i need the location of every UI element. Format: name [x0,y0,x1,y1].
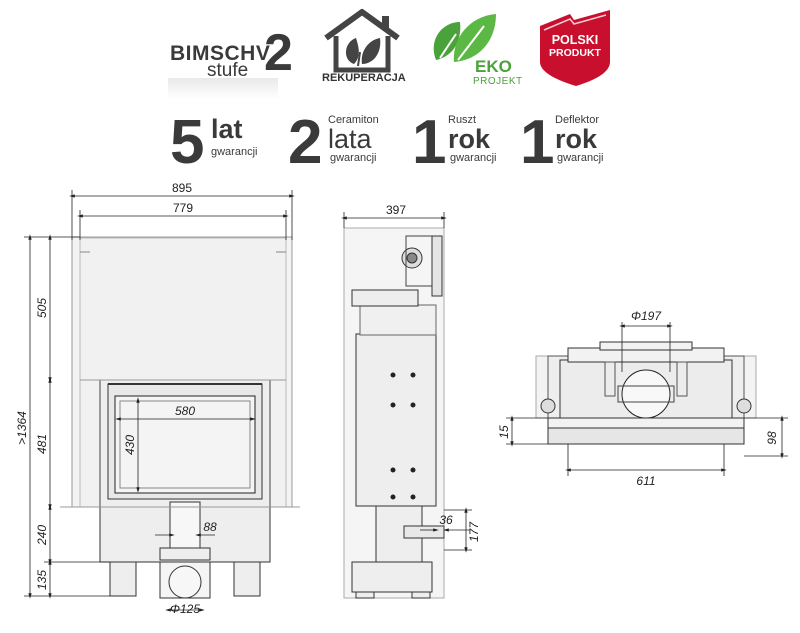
dim-36: 36 [439,513,453,527]
bimschv-number: 2 [264,24,293,82]
dim-177: 177 [467,521,481,542]
dim-895: 895 [172,181,192,195]
dim-505: 505 [35,298,49,318]
produkt-label: PRODUKT [549,47,601,59]
dim-phi125: Φ125 [170,602,200,616]
warranty-1-bottom: gwarancji [211,146,258,158]
warranty-2-number: 2 [288,108,323,177]
dim-580: 580 [175,404,195,418]
warranty-3-top: Ruszt [448,114,477,126]
front-view [60,236,300,599]
dim-430: 430 [123,435,137,455]
warranty-4-bottom: gwarancji [557,152,604,164]
warranty-3-word: rok [448,124,491,154]
dim-240: 240 [35,525,49,546]
polski-produkt-shield-icon [540,10,610,86]
dim-98: 98 [765,431,779,445]
front-air-inlet [169,501,201,553]
top-flue-circle [621,369,671,419]
polski-label: POLSKI [551,33,599,47]
dim-611: 611 [636,474,655,488]
dim-481: 481 [35,434,49,454]
warranty-3-bottom: gwarancji [450,152,497,164]
warranty-3-number: 1 [412,108,447,177]
warranty-1-word: lat [211,114,243,144]
eko-leaves-icon [433,14,496,62]
dim-779: 779 [173,201,193,215]
warranty-4-word: rok [555,124,598,154]
rekuperacja-house-icon [324,9,400,73]
warranty-4-top: Deflektor [555,114,600,126]
warranty-4-number: 1 [520,108,555,177]
side-view [343,227,445,599]
dim-phi197: Φ197 [631,309,662,323]
rekuperacja-label: REKUPERACJA [322,72,406,84]
dim-88: 88 [203,520,217,534]
eko-label: EKO [475,57,512,76]
bimschv-stufe: stufe [207,60,249,81]
dim-15: 15 [497,425,511,439]
bimschv-label: BIMSCHV [170,42,271,65]
dim-1364: >1364 [15,411,29,445]
eko-projekt-label: PROJEKT [473,76,523,87]
warranty-2-top: Ceramiton [328,114,379,126]
warranty-2-bottom: gwarancji [330,152,377,164]
top-view [535,341,757,445]
front-leg-left [109,561,137,597]
warranty-2-word: lata [328,124,372,154]
bimschv-badge-shadow [168,78,278,100]
side-body [355,333,437,507]
front-flue-circle [168,565,202,599]
dim-397: 397 [386,203,406,217]
front-leg-right [233,561,261,597]
dim-135: 135 [35,570,49,590]
warranty-1-number: 5 [170,108,205,177]
